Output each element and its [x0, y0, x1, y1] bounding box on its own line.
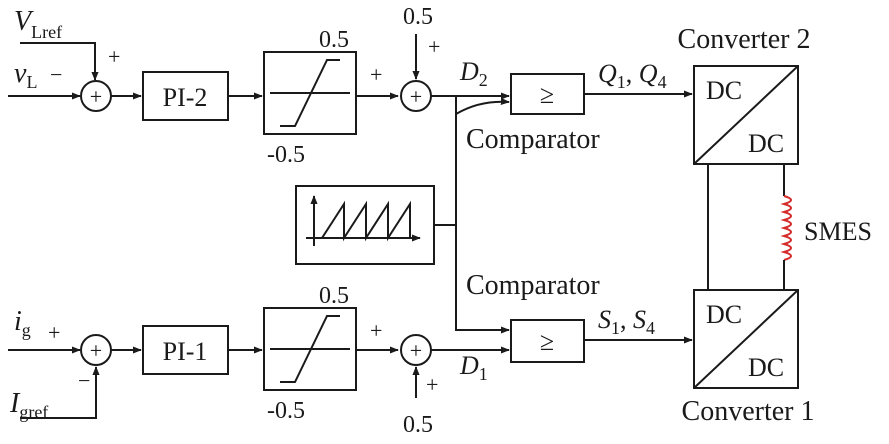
top-offset-sign: +	[428, 34, 440, 59]
bottom-offset-sign: +	[426, 372, 438, 397]
converter1-input-label: DC	[706, 300, 742, 329]
converter1-title: Converter 1	[682, 396, 815, 427]
carrier-wire-up	[434, 96, 457, 226]
pi2-controller-block	[142, 71, 229, 121]
carrier-to-bottom-comparator	[455, 225, 510, 334]
bottom-duty-label: D1	[459, 351, 488, 384]
bottom-control-loop: ig + Igref − + PI-1 0.5 -0.5 + + + 0.5 D…	[8, 270, 814, 438]
bottom-measured-sign: +	[48, 320, 60, 345]
bottom-comparator-symbol: ≥	[540, 327, 554, 356]
top-error-junction-symbol: +	[90, 84, 102, 109]
bottom-comparator-label: Comparator	[466, 270, 600, 301]
top-reference-sign: +	[108, 44, 120, 69]
bottom-limiter-lower: -0.5	[267, 398, 305, 424]
top-limiter-lower: -0.5	[267, 142, 305, 168]
top-comparator-symbol: ≥	[540, 80, 554, 109]
top-offset-value: 0.5	[403, 4, 433, 30]
bottom-reference-label: Igref	[9, 388, 48, 422]
bottom-offset-junction-symbol: +	[410, 338, 422, 363]
bottom-offset-value: 0.5	[403, 412, 433, 438]
converter2-diagonal	[693, 65, 799, 165]
converter2-title: Converter 2	[678, 24, 811, 55]
bottom-error-junction-symbol: +	[90, 338, 102, 363]
bottom-comparator-block	[510, 319, 585, 363]
converter1-diagonal	[693, 289, 799, 389]
converter1-output-label: DC	[748, 353, 784, 382]
top-limiter-upper: 0.5	[319, 27, 349, 53]
converter2-input-label: DC	[706, 76, 742, 105]
top-comparator-label: Comparator	[466, 124, 600, 155]
top-offset-junction-symbol: +	[410, 84, 422, 109]
top-reference-label: VLref	[14, 6, 62, 42]
bottom-limiter-upper: 0.5	[319, 283, 349, 309]
converter2-output-label: DC	[748, 129, 784, 158]
top-control-loop: VLref + vL − + PI-2 0.5 -0.5 + 0.5 + + D…	[8, 4, 810, 168]
smes-label: SMES	[804, 217, 872, 246]
top-measured-sign: −	[50, 62, 62, 87]
sawtooth-waveform	[321, 200, 411, 242]
smes-link: SMES	[707, 164, 872, 290]
smes-inductor-coil	[780, 195, 792, 261]
top-duty-label: D2	[459, 57, 488, 90]
top-gate-label: Q1, Q4	[598, 59, 667, 92]
bottom-saturation-curve	[280, 315, 340, 383]
reference-wire-bottom	[20, 366, 100, 419]
bottom-measured-label: ig	[14, 306, 31, 340]
top-saturation-curve	[280, 59, 340, 127]
top-comparator-block	[510, 73, 585, 115]
top-sum-sign: +	[370, 62, 382, 87]
pi2-label: PI-2	[163, 83, 208, 112]
pi1-label: PI-1	[163, 337, 208, 366]
top-measured-label: vL	[14, 58, 37, 92]
bottom-gate-label: S1, S4	[598, 305, 655, 338]
sawtooth-carrier	[295, 96, 510, 334]
reference-wire-top	[20, 42, 99, 81]
bottom-sum-sign: +	[370, 318, 382, 343]
carrier-to-top-comparator	[455, 96, 509, 115]
bottom-reference-sign: −	[78, 368, 90, 393]
